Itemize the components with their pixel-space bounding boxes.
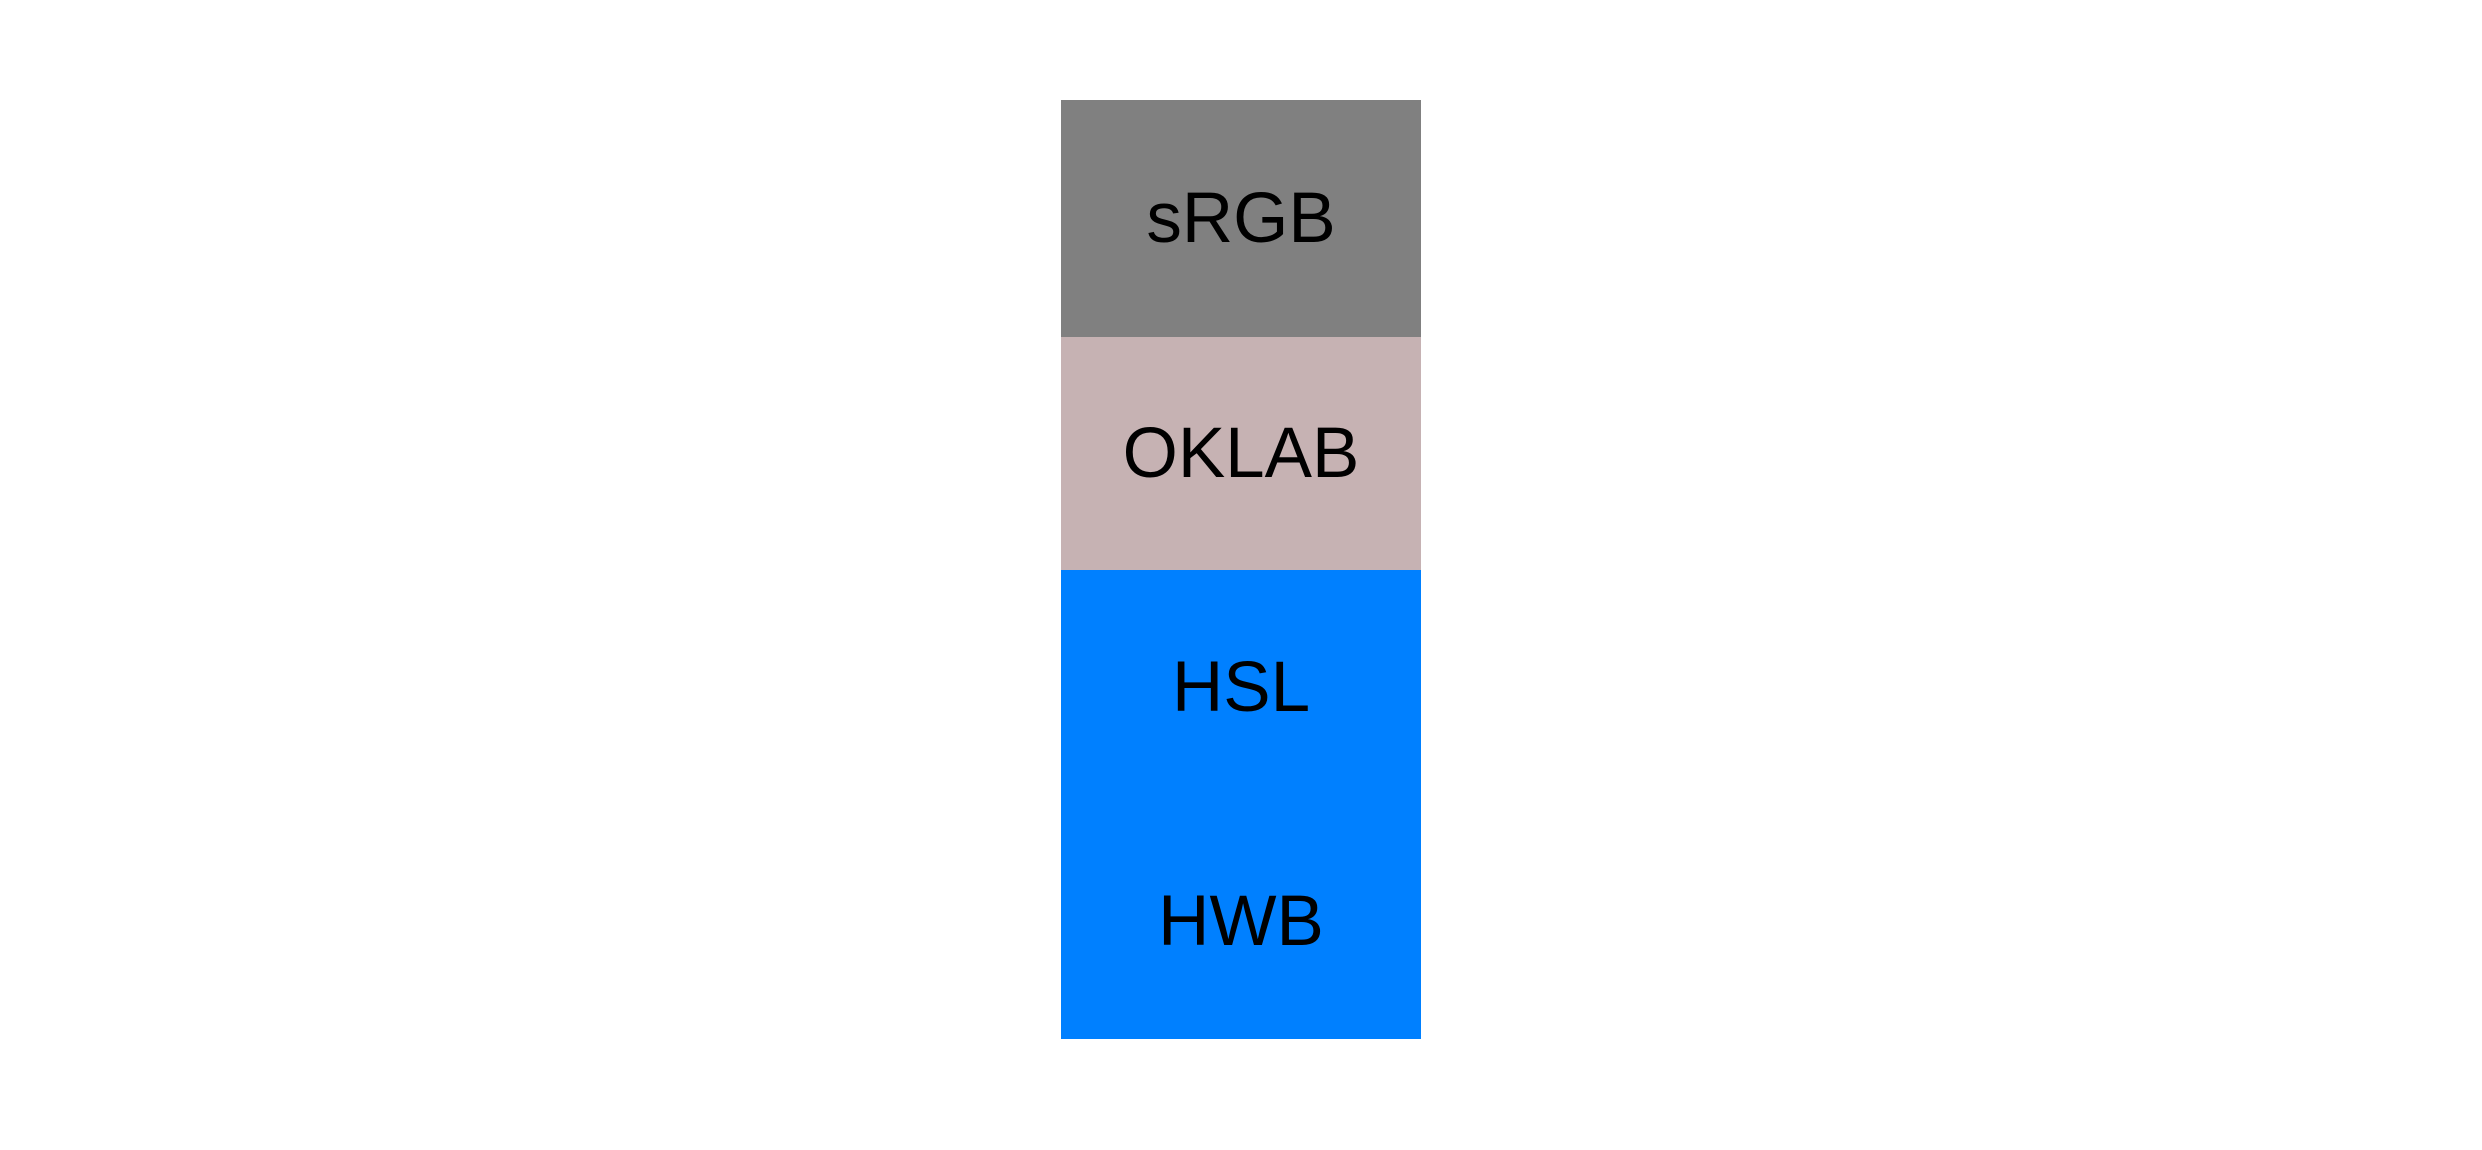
swatch-label-srgb: sRGB: [1146, 179, 1336, 258]
swatch-hwb: HWB: [1061, 804, 1421, 1039]
swatch-label-hsl: HSL: [1171, 647, 1311, 727]
swatch-label-hwb: HWB: [1158, 882, 1324, 961]
swatch-srgb: sRGB: [1061, 100, 1421, 337]
swatch-label-oklab: OKLAB: [1122, 414, 1360, 493]
swatch-hsl: HSL: [1061, 570, 1421, 804]
swatch-oklab: OKLAB: [1061, 337, 1421, 570]
color-space-swatch-stack: sRGB OKLAB HSL HWB: [1061, 100, 1421, 1039]
